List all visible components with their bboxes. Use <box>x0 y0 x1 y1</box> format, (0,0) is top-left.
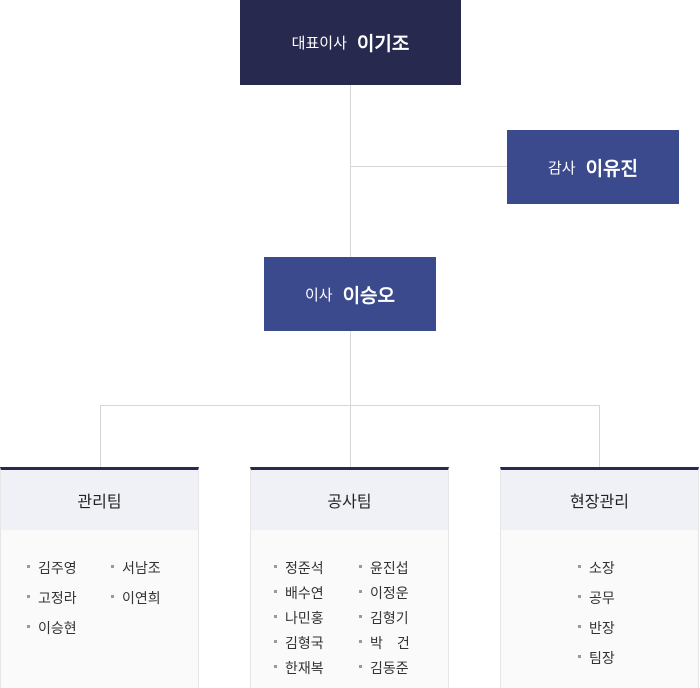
list-item: 이연희 <box>111 588 161 608</box>
list-item: 팀장 <box>578 648 615 668</box>
team-management: 관리팀 김주영 서남조 고정라 이연희 이승현 <box>0 467 199 688</box>
connector-ceo-director <box>350 85 351 257</box>
team-site-management-title: 현장관리 <box>501 470 698 530</box>
director-box: 이사 이승오 <box>264 257 436 331</box>
connector-team-right <box>599 405 600 467</box>
list-item: 윤진섭 <box>359 558 409 578</box>
list-item: 한재복 <box>274 658 324 678</box>
auditor-name: 이유진 <box>585 157 639 180</box>
list-item: 배수연 <box>274 583 324 603</box>
ceo-name: 이기조 <box>356 33 410 55</box>
ceo-role: 대표이사 <box>291 34 347 52</box>
list-item: 서남조 <box>111 558 161 578</box>
auditor-box: 감사 이유진 <box>507 130 679 204</box>
director-name: 이승오 <box>342 284 396 307</box>
team-construction-title: 공사팀 <box>251 470 448 530</box>
list-item: 반장 <box>578 618 615 638</box>
list-item: 박 건 <box>359 633 410 653</box>
list-item: 김형국 <box>274 633 324 653</box>
list-item: 김주영 <box>27 558 77 578</box>
list-item: 김형기 <box>359 608 409 628</box>
team-site-management: 현장관리 소장 공무 반장 팀장 <box>500 467 699 688</box>
list-item: 이승현 <box>27 618 77 638</box>
list-item: 소장 <box>578 558 615 578</box>
connector-director-teams <box>350 331 351 467</box>
list-item: 이정운 <box>359 583 409 603</box>
list-item: 정준석 <box>274 558 324 578</box>
connector-team-left <box>100 405 101 467</box>
list-item: 나민홍 <box>274 608 324 628</box>
connector-auditor <box>350 166 507 167</box>
connector-team-branch <box>100 405 600 406</box>
list-item: 김동준 <box>359 658 409 678</box>
ceo-box: 대표이사 이기조 <box>240 0 461 85</box>
director-role: 이사 <box>304 285 333 304</box>
list-item: 고정라 <box>27 588 77 608</box>
team-management-title: 관리팀 <box>1 470 198 530</box>
list-item: 공무 <box>578 588 615 608</box>
auditor-role: 감사 <box>547 158 576 177</box>
team-construction: 공사팀 정준석 윤진섭 배수연 이정운 나민홍 김형기 김형국 박 건 한재복 … <box>250 467 449 688</box>
